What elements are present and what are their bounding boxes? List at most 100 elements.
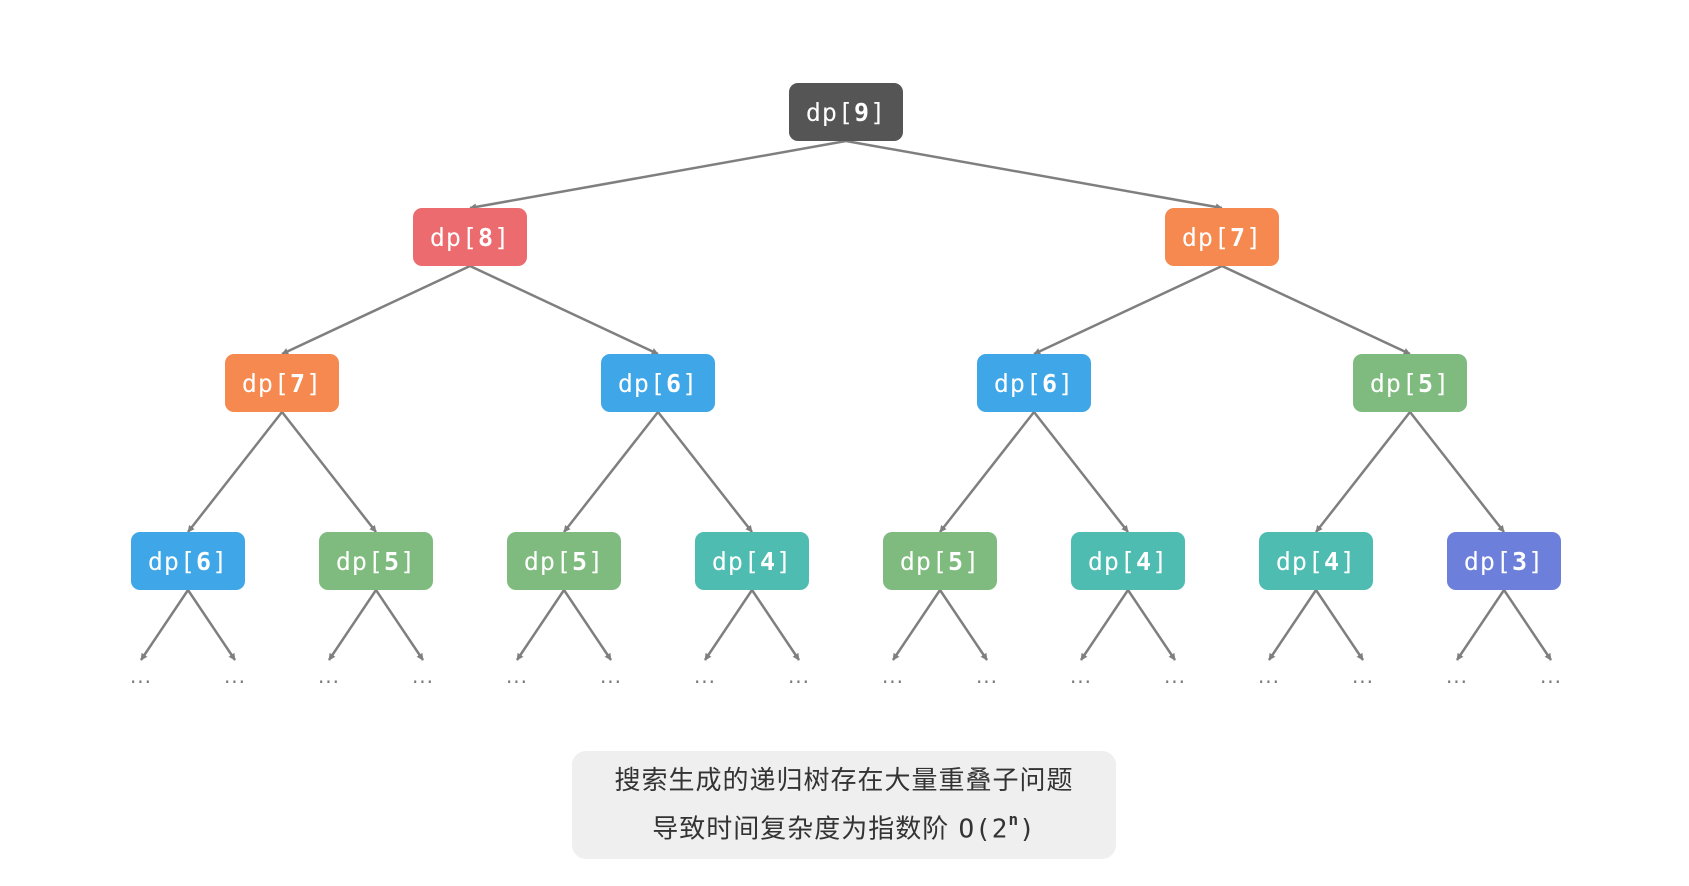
- node-label-suffix: ]: [1058, 368, 1075, 398]
- node-label-index: 9: [854, 97, 871, 127]
- tree-edge-arrow: [281, 411, 377, 533]
- node-dp6: dp[6]: [131, 532, 245, 590]
- tree-edge-arrow: [139, 589, 190, 661]
- tree-edge-arrow: [1314, 589, 1365, 661]
- node-label-index: 5: [948, 546, 965, 576]
- node-label-prefix: dp[: [147, 546, 197, 576]
- ellipsis-leaf: ···: [599, 670, 623, 694]
- node-label-index: 6: [196, 546, 213, 576]
- complexity-exponent: n: [1008, 809, 1020, 829]
- node-dp5: dp[5]: [883, 532, 997, 590]
- node-dp4: dp[4]: [695, 532, 809, 590]
- tree-edge-arrow: [469, 139, 847, 211]
- tree-edge-arrow: [1455, 589, 1506, 661]
- node-label-suffix: ]: [870, 97, 887, 127]
- caption-line-2-text: 导致时间复杂度为指数阶: [652, 814, 959, 845]
- node-label-prefix: dp[: [1463, 546, 1513, 576]
- node-label-suffix: ]: [682, 368, 699, 398]
- node-label-index: 5: [1418, 368, 1435, 398]
- node-label-suffix: ]: [1434, 368, 1451, 398]
- node-dp6: dp[6]: [601, 354, 715, 412]
- node-label-suffix: ]: [212, 546, 229, 576]
- node-label-suffix: ]: [1152, 546, 1169, 576]
- tree-edge-arrow: [1409, 411, 1505, 533]
- tree-edge-arrow: [1126, 589, 1177, 661]
- complexity-base: O(2: [958, 814, 1009, 845]
- tree-edge-arrow: [563, 411, 659, 533]
- tree-edge-arrow: [1221, 264, 1411, 356]
- tree-edge-arrow: [1315, 411, 1411, 533]
- caption-box: 搜索生成的递归树存在大量重叠子问题 导致时间复杂度为指数阶 O(2n): [572, 751, 1116, 859]
- tree-edge-arrow: [187, 411, 283, 533]
- node-label-suffix: ]: [588, 546, 605, 576]
- node-label-index: 8: [478, 222, 495, 252]
- node-label-suffix: ]: [400, 546, 417, 576]
- node-label-prefix: dp[: [1181, 222, 1231, 252]
- tree-edge-arrow: [891, 589, 942, 661]
- node-label-prefix: dp[: [805, 97, 855, 127]
- tree-edge-arrow: [939, 411, 1035, 533]
- ellipsis-leaf: ···: [1445, 670, 1469, 694]
- ellipsis-leaf: ···: [317, 670, 341, 694]
- node-label-index: 3: [1512, 546, 1529, 576]
- node-dp3: dp[3]: [1447, 532, 1561, 590]
- node-label-suffix: ]: [306, 368, 323, 398]
- node-label-index: 7: [1230, 222, 1247, 252]
- node-label-prefix: dp[: [899, 546, 949, 576]
- node-label-suffix: ]: [1246, 222, 1263, 252]
- node-label-prefix: dp[: [1369, 368, 1419, 398]
- tree-edge-arrow: [845, 139, 1223, 211]
- ellipsis-leaf: ···: [975, 670, 999, 694]
- tree-edge-arrow: [327, 589, 378, 661]
- node-label-suffix: ]: [1340, 546, 1357, 576]
- node-label-prefix: dp[: [1275, 546, 1325, 576]
- ellipsis-leaf: ···: [1539, 670, 1563, 694]
- ellipsis-leaf: ···: [129, 670, 153, 694]
- ellipsis-leaf: ···: [1257, 670, 1281, 694]
- node-dp5: dp[5]: [507, 532, 621, 590]
- complexity-close: ): [1019, 814, 1036, 845]
- node-label-index: 5: [572, 546, 589, 576]
- node-label-prefix: dp[: [241, 368, 291, 398]
- node-label-index: 4: [760, 546, 777, 576]
- tree-edge-arrow: [703, 589, 754, 661]
- node-dp7: dp[7]: [1165, 208, 1279, 266]
- tree-edge-arrow: [1079, 589, 1130, 661]
- tree-edge-arrow: [938, 589, 989, 661]
- node-label-index: 6: [1042, 368, 1059, 398]
- node-label-index: 4: [1324, 546, 1341, 576]
- node-label-prefix: dp[: [993, 368, 1043, 398]
- tree-edge-arrow: [374, 589, 425, 661]
- node-dp9-root: dp[9]: [789, 83, 903, 141]
- node-label-suffix: ]: [776, 546, 793, 576]
- node-dp5: dp[5]: [1353, 354, 1467, 412]
- node-label-prefix: dp[: [1087, 546, 1137, 576]
- ellipsis-leaf: ···: [223, 670, 247, 694]
- node-label-prefix: dp[: [523, 546, 573, 576]
- tree-edge-arrow: [469, 264, 659, 356]
- node-label-index: 5: [384, 546, 401, 576]
- ellipsis-leaf: ···: [411, 670, 435, 694]
- tree-edge-arrow: [1267, 589, 1318, 661]
- ellipsis-leaf: ···: [1163, 670, 1187, 694]
- node-dp6: dp[6]: [977, 354, 1091, 412]
- node-label-prefix: dp[: [711, 546, 761, 576]
- tree-edge-arrow: [515, 589, 566, 661]
- ellipsis-leaf: ···: [1069, 670, 1093, 694]
- tree-edge-arrow: [1033, 411, 1129, 533]
- ellipsis-leaf: ···: [1351, 670, 1375, 694]
- tree-edge-arrow: [562, 589, 613, 661]
- node-label-prefix: dp[: [335, 546, 385, 576]
- node-label-prefix: dp[: [617, 368, 667, 398]
- ellipsis-leaf: ···: [787, 670, 811, 694]
- ellipsis-leaf: ···: [693, 670, 717, 694]
- tree-edge-arrow: [186, 589, 237, 661]
- node-dp4: dp[4]: [1259, 532, 1373, 590]
- node-label-index: 7: [290, 368, 307, 398]
- node-label-index: 4: [1136, 546, 1153, 576]
- node-label-prefix: dp[: [429, 222, 479, 252]
- node-dp5: dp[5]: [319, 532, 433, 590]
- caption-line-1: 搜索生成的递归树存在大量重叠子问题: [614, 765, 1074, 796]
